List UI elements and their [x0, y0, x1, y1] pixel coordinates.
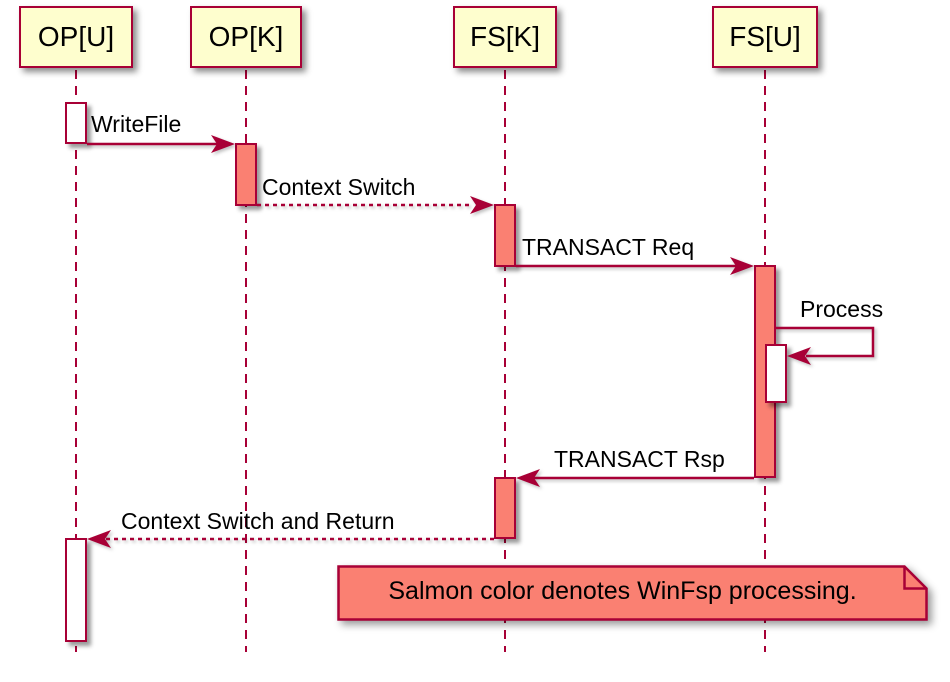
message-label-context-switch: Context Switch [262, 174, 416, 200]
activation-op-u-2 [65, 538, 87, 642]
activation-op-u-1 [65, 102, 87, 144]
message-label-transact-req: TRANSACT Req [522, 234, 695, 260]
participant-box-fs-u: FS[U] [712, 6, 818, 68]
note-text: Salmon color denotes WinFsp processing. [388, 576, 857, 605]
arrow-process-self [776, 326, 875, 365]
note-shape [337, 565, 928, 621]
participant-box-fs-k: FS[K] [453, 6, 557, 68]
activation-fs-k-2 [494, 477, 516, 539]
participant-label-fs-u: FS[U] [729, 21, 801, 52]
activation-op-k [235, 143, 257, 206]
message-label-transact-rsp: TRANSACT Rsp [554, 446, 725, 472]
participant-label-op-u: OP[U] [37, 21, 115, 52]
message-label-process: Process [800, 296, 884, 322]
message-label-context-switch-return: Context Switch and Return [121, 508, 395, 534]
activation-fs-k-1 [494, 204, 516, 267]
participant-label-op-k: OP[K] [208, 21, 284, 52]
note: Salmon color denotes WinFsp processing. [337, 565, 928, 621]
note-fold-corner [903, 566, 927, 590]
participant-box-op-u: OP[U] [19, 6, 133, 68]
message-label-writefile: WriteFile [91, 111, 182, 137]
participant-box-op-k: OP[K] [190, 6, 302, 68]
activation-fs-u-nested [765, 344, 787, 403]
participant-label-fs-k: FS[K] [469, 21, 540, 52]
